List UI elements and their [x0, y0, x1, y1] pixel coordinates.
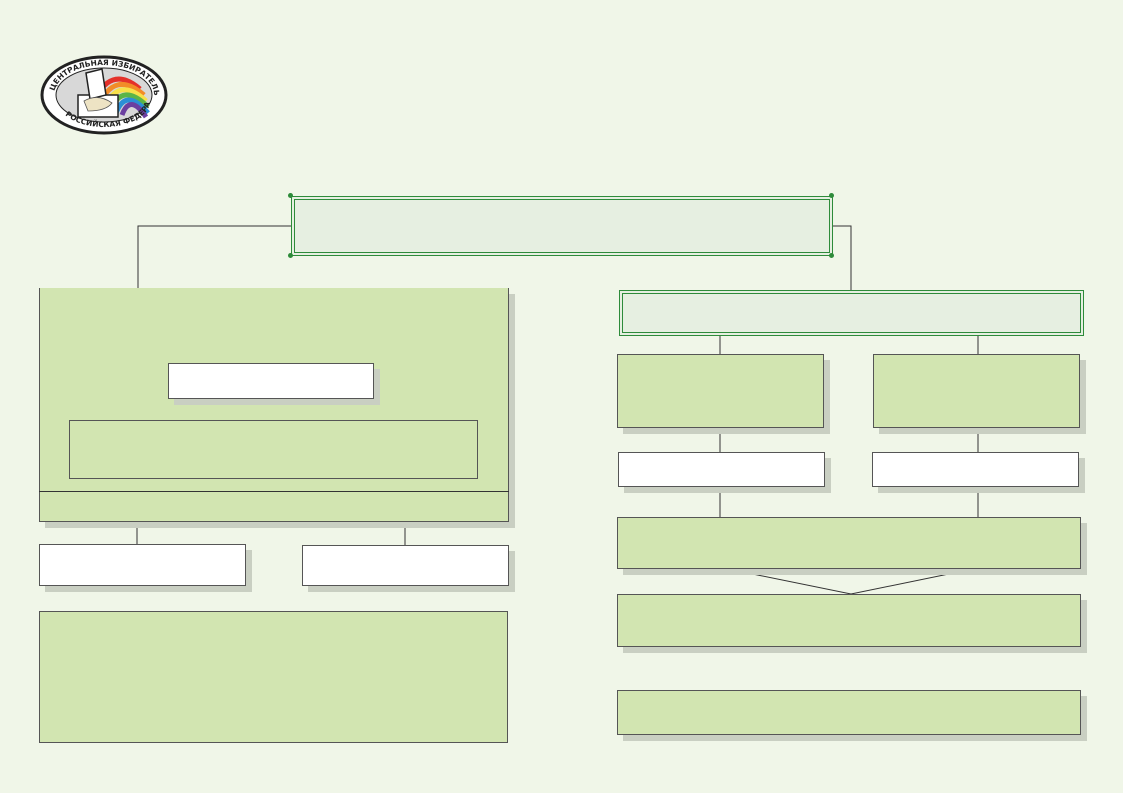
left-wide-box	[69, 420, 478, 479]
corner-dot	[829, 253, 834, 258]
right-header-box	[619, 290, 1084, 336]
cec-logo: ЦЕНТРАЛЬНАЯ ИЗБИРАТЕЛЬНАЯ КОМИССИЯ РОССИ…	[36, 48, 168, 135]
corner-dot	[288, 253, 293, 258]
right-white-left-box	[618, 452, 825, 487]
cec-emblem-icon: ЦЕНТРАЛЬНАЯ ИЗБИРАТЕЛЬНАЯ КОМИССИЯ РОССИ…	[36, 48, 168, 135]
left-bottom-right-box	[302, 545, 509, 586]
left-inner-box	[168, 363, 374, 399]
right-wide-box-3	[617, 690, 1081, 735]
left-panel	[39, 288, 509, 522]
right-wide-box-2	[617, 594, 1081, 647]
connector-top-right	[832, 225, 852, 290]
top-box	[291, 196, 833, 256]
left-panel-divider	[39, 491, 509, 492]
corner-dot	[829, 193, 834, 198]
right-green-right-box	[873, 354, 1080, 428]
right-wide-box-1	[617, 517, 1081, 569]
corner-dot	[288, 193, 293, 198]
left-bottom-big-box	[39, 611, 508, 743]
left-bottom-left-box	[39, 544, 246, 586]
right-white-right-box	[872, 452, 1079, 487]
connector-top-left	[137, 225, 291, 300]
right-green-left-box	[617, 354, 824, 428]
connector-v	[727, 568, 974, 595]
